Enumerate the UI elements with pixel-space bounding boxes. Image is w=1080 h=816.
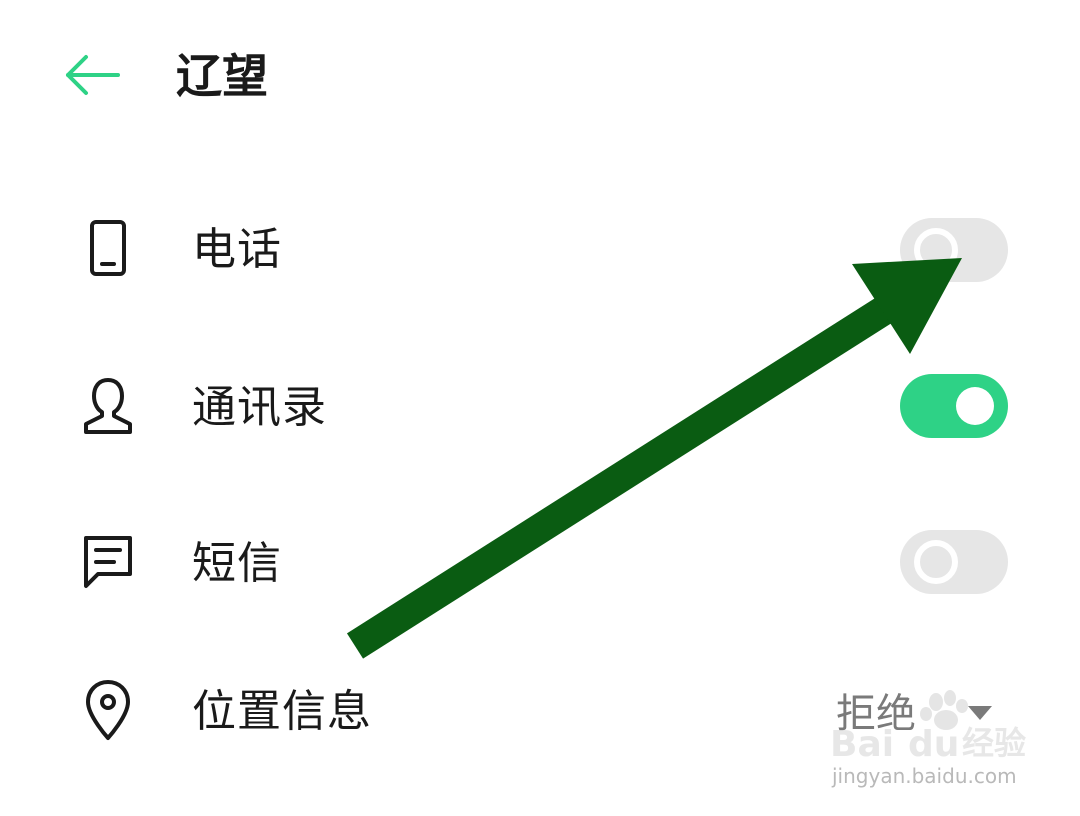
page-title: 辽望 — [176, 49, 268, 103]
permission-row-sms[interactable]: 短信 — [0, 498, 1080, 628]
arrow-left-icon — [66, 55, 120, 95]
header: 辽望 — [0, 0, 1080, 150]
back-button[interactable] — [60, 50, 124, 100]
sms-permission-toggle[interactable] — [900, 530, 1008, 594]
phone-icon — [76, 216, 140, 280]
permission-label-phone: 电话 — [192, 224, 282, 275]
phone-permission-toggle[interactable] — [900, 218, 1008, 282]
dropdown-arrow-icon — [968, 706, 992, 720]
permission-label-location: 位置信息 — [192, 686, 372, 737]
permission-row-location[interactable]: 位置信息 — [0, 648, 1080, 778]
location-permission-dropdown[interactable]: 拒绝 — [830, 684, 1030, 744]
location-icon — [76, 678, 140, 742]
permission-label-contacts: 通讯录 — [192, 382, 327, 433]
contacts-icon — [76, 374, 140, 438]
permission-row-contacts[interactable]: 通讯录 — [0, 342, 1080, 472]
permission-row-phone[interactable]: 电话 — [0, 186, 1080, 316]
permission-label-sms: 短信 — [192, 538, 282, 589]
sms-icon — [76, 530, 140, 594]
toggle-knob — [956, 387, 994, 425]
location-permission-value: 拒绝 — [836, 691, 916, 737]
toggle-knob — [914, 228, 958, 272]
toggle-knob — [914, 540, 958, 584]
contacts-permission-toggle[interactable] — [900, 374, 1008, 438]
